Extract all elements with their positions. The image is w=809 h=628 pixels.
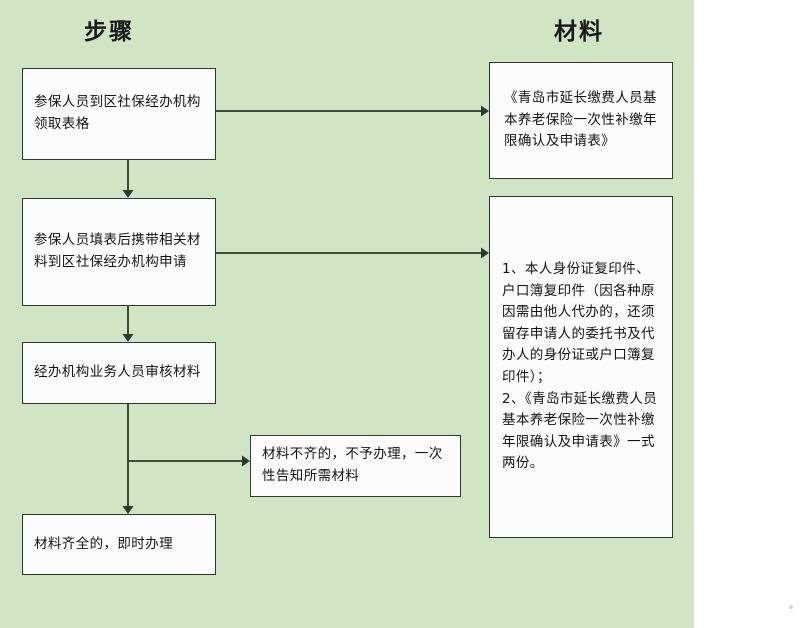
connector-step1-to-step2 [122, 160, 134, 198]
connector-step1-to-mat1 [216, 105, 489, 117]
step-node-2[interactable]: 参保人员填表后携带相关材料到区社保经办机构申请 [22, 198, 216, 306]
step-node-3[interactable]: 经办机构业务人员审核材料 [22, 342, 216, 404]
step-node-materials-complete-label: 材料齐全的，即时办理 [34, 535, 173, 552]
column-header-materials: 材料 [554, 18, 604, 45]
step-node-2-label: 参保人员填表后携带相关材料到区社保经办机构申请 [34, 232, 201, 270]
step-node-materials-incomplete[interactable]: 材料不齐的，不予办理，一次性告知所需材料 [250, 435, 461, 497]
material-node-1-label: 《青岛市延长缴费人员基本养老保险一次性补缴年限确认及申请表》 [504, 89, 657, 150]
material-node-1[interactable]: 《青岛市延长缴费人员基本养老保险一次性补缴年限确认及申请表》 [489, 62, 673, 179]
step-node-1-label: 参保人员到区社保经办机构领取表格 [34, 94, 201, 132]
step-node-materials-complete[interactable]: 材料齐全的，即时办理 [22, 514, 216, 575]
diagram-canvas: 步骤 材料 [0, 0, 694, 628]
step-node-3-label: 经办机构业务人员审核材料 [34, 364, 201, 381]
material-node-2[interactable]: 1、本人身份证复印件、户口簿复印件（因各种原因需由他人代办的，还须留存申请人的委… [489, 196, 673, 538]
connector-step2-to-mat2 [216, 247, 489, 259]
image-artifact-speck [789, 605, 793, 609]
material-node-2-label: 1、本人身份证复印件、户口簿复印件（因各种原因需由他人代办的，还须留存申请人的委… [502, 261, 658, 472]
connector-step3-to-complete [122, 461, 134, 514]
step-node-1[interactable]: 参保人员到区社保经办机构领取表格 [22, 68, 216, 160]
connector-step3-to-incomplete [127, 404, 250, 467]
step-node-materials-incomplete-label: 材料不齐的，不予办理，一次性告知所需材料 [262, 446, 443, 484]
column-header-steps: 步骤 [84, 18, 134, 45]
connector-step2-to-step3 [122, 306, 134, 342]
